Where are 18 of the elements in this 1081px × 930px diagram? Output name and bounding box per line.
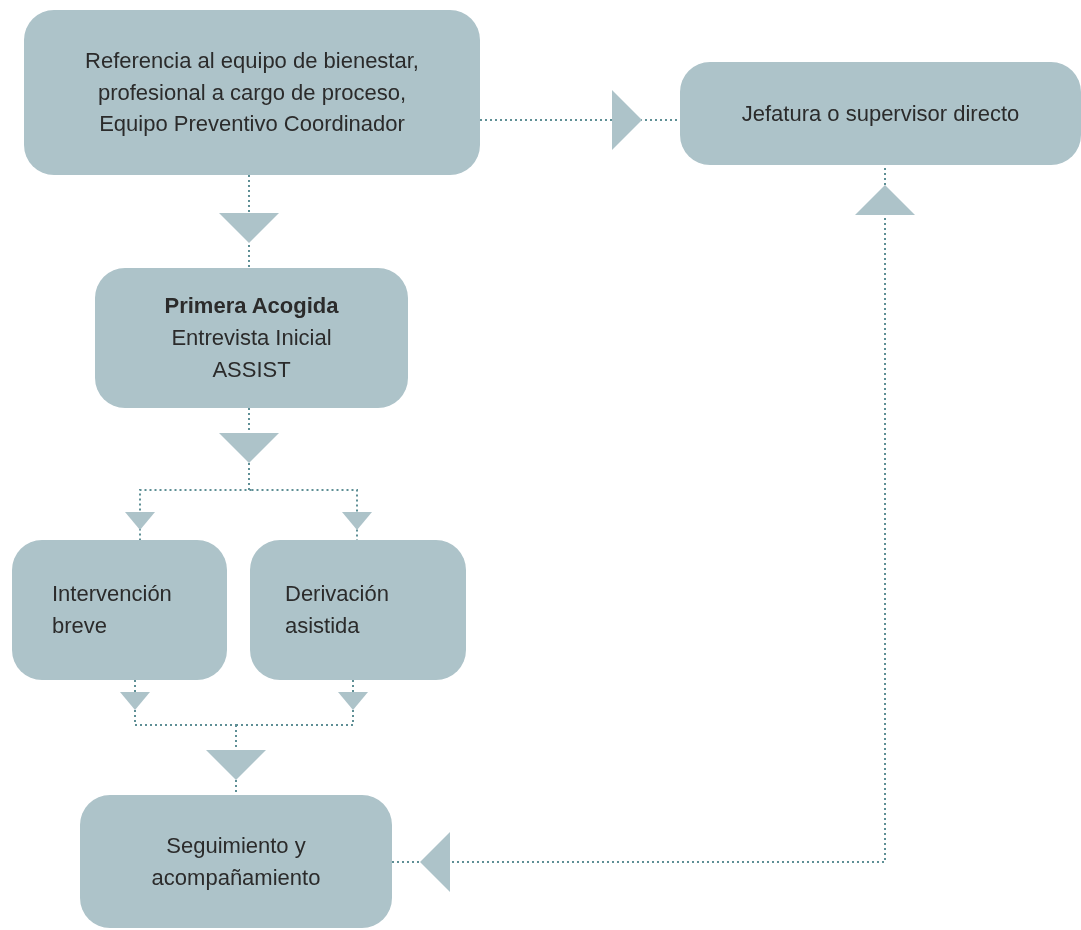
box-heading: Primera Acogida [164,292,339,321]
process-box [12,540,227,680]
box-text: Referencia al equipo de bienestar, profesional a cargo de proceso, Equipo Preventivo Coordinador [84,46,420,139]
process-box [95,268,408,408]
process-box [80,795,392,928]
process-box [24,10,480,175]
process-box [680,62,1081,165]
dotted-arrow [235,679,368,726]
box-text: Intervención breve [52,580,173,640]
dotted-arrow [219,407,279,491]
box-text: Seguimiento y acompañamiento [150,831,322,892]
box-text: Jefatura o supervisor directo [741,99,1020,128]
box-text: Derivación asistida [285,580,390,640]
dotted-arrow [120,679,237,726]
dotted-arrow [125,489,253,541]
process-box [250,540,466,680]
box-text: Entrevista Inicial ASSIST [170,324,333,384]
dotted-arrow [219,174,279,269]
